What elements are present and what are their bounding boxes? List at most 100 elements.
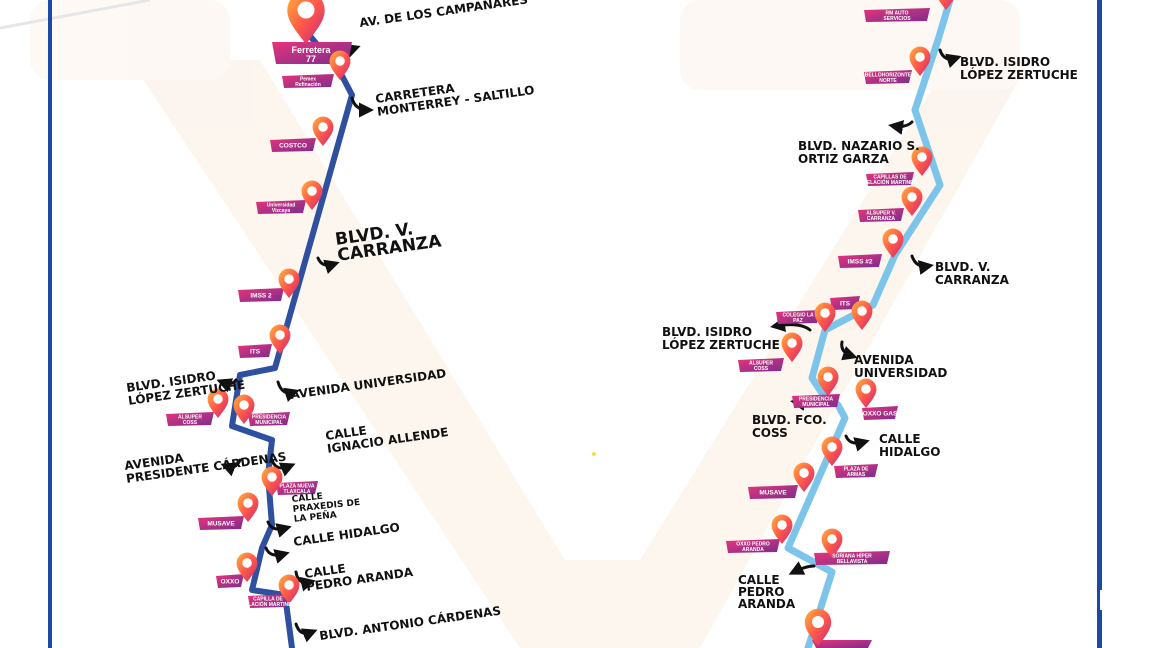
right-stop[interactable]: ITS bbox=[830, 296, 873, 330]
right-stop[interactable]: OXXO GAS bbox=[855, 378, 898, 420]
stop-label: IMSS 2 bbox=[250, 293, 272, 300]
turn-arrow-icon bbox=[350, 96, 374, 118]
frame-notch bbox=[1100, 590, 1102, 610]
turn-arrow-icon bbox=[888, 120, 914, 135]
street-label-line: BLVD. ISIDRO bbox=[960, 55, 1050, 69]
stop-label: ITS bbox=[840, 301, 851, 308]
left-stop[interactable]: COSTCO bbox=[270, 116, 334, 152]
street-label-line: COSS bbox=[752, 426, 788, 440]
frame-right bbox=[1097, 0, 1102, 648]
street-label-line: BLVD. ISIDRO bbox=[662, 325, 752, 339]
stop-label: IMSS #2 bbox=[848, 259, 873, 266]
turn-arrow-icon bbox=[216, 378, 238, 393]
street-label: BLVD. FCO.COSS bbox=[752, 413, 827, 440]
turn-arrow-icon bbox=[770, 317, 812, 332]
street-label-line: ORTIZ GARZA bbox=[798, 152, 890, 166]
stop-tag bbox=[830, 296, 860, 310]
stop-tag bbox=[216, 574, 244, 588]
turn-arrow-icon bbox=[788, 561, 816, 575]
left-stop[interactable]: ITS bbox=[238, 324, 291, 358]
turn-arrow-icon bbox=[266, 520, 292, 538]
stop-label: ITS bbox=[250, 349, 261, 356]
stop-tag bbox=[166, 412, 214, 426]
stop-tag bbox=[248, 412, 290, 426]
stop-tag bbox=[726, 539, 780, 553]
stop-tag bbox=[858, 208, 904, 222]
stop-tag bbox=[862, 406, 898, 420]
stop-tag bbox=[276, 481, 318, 495]
stop-tag bbox=[748, 485, 798, 499]
turn-arrow-icon bbox=[316, 256, 340, 274]
right-stop[interactable]: MUSAVE bbox=[748, 462, 815, 499]
right-stop[interactable]: IMSS #2 bbox=[838, 228, 904, 268]
stop-label: OXXO GAS bbox=[863, 411, 898, 418]
street-label: BLVD. NAZARIO S.ORTIZ GARZA bbox=[798, 139, 920, 166]
street-label-line: HIDALGO bbox=[879, 445, 940, 459]
frame-left bbox=[48, 0, 52, 648]
stop-label: ALSUPER V.CARRANZA bbox=[866, 211, 896, 223]
turn-arrow-icon bbox=[294, 622, 318, 643]
stop-tag bbox=[864, 8, 930, 22]
left-stop[interactable]: OXXO bbox=[216, 552, 258, 588]
street-label: CALLEPRAXEDIS DELA PEÑA bbox=[291, 488, 361, 525]
left-stop[interactable]: IMSS 2 bbox=[238, 268, 300, 302]
stop-label: OXXO bbox=[221, 579, 240, 586]
center-dot bbox=[592, 452, 596, 456]
stop-label: MUSAVE bbox=[759, 490, 787, 497]
stop-label: COSTCO bbox=[279, 143, 307, 150]
street-label-line: AVENIDA bbox=[854, 353, 914, 367]
street-label-line: CALLE bbox=[291, 492, 323, 505]
left-stop[interactable]: MUSAVE bbox=[198, 492, 259, 530]
turn-arrow-icon bbox=[264, 546, 290, 564]
stop-tag bbox=[282, 74, 334, 88]
stop-tag bbox=[256, 200, 306, 214]
street-label-line: BLVD. NAZARIO S. bbox=[798, 139, 920, 153]
street-label-line: BLVD. V. bbox=[935, 260, 990, 274]
turn-arrow-icon bbox=[840, 340, 858, 361]
stop-tag bbox=[248, 594, 288, 608]
turn-arrow-icon bbox=[844, 434, 870, 452]
street-label-line: BLVD. FCO. bbox=[752, 413, 827, 427]
right-stop[interactable]: ALSUPER V.CARRANZA bbox=[858, 186, 923, 223]
street-label-line: UNIVERSIDAD bbox=[854, 366, 947, 380]
turn-arrow-icon bbox=[276, 380, 300, 402]
stop-tag bbox=[834, 464, 878, 478]
stop-tag bbox=[238, 344, 272, 358]
street-label-line: LA PEÑA bbox=[293, 509, 337, 524]
street-label-line: LÓPEZ ZERTUCHE bbox=[960, 67, 1078, 82]
stop-tag bbox=[198, 516, 244, 530]
stop-tag bbox=[838, 254, 882, 268]
stop-tag bbox=[238, 288, 284, 302]
